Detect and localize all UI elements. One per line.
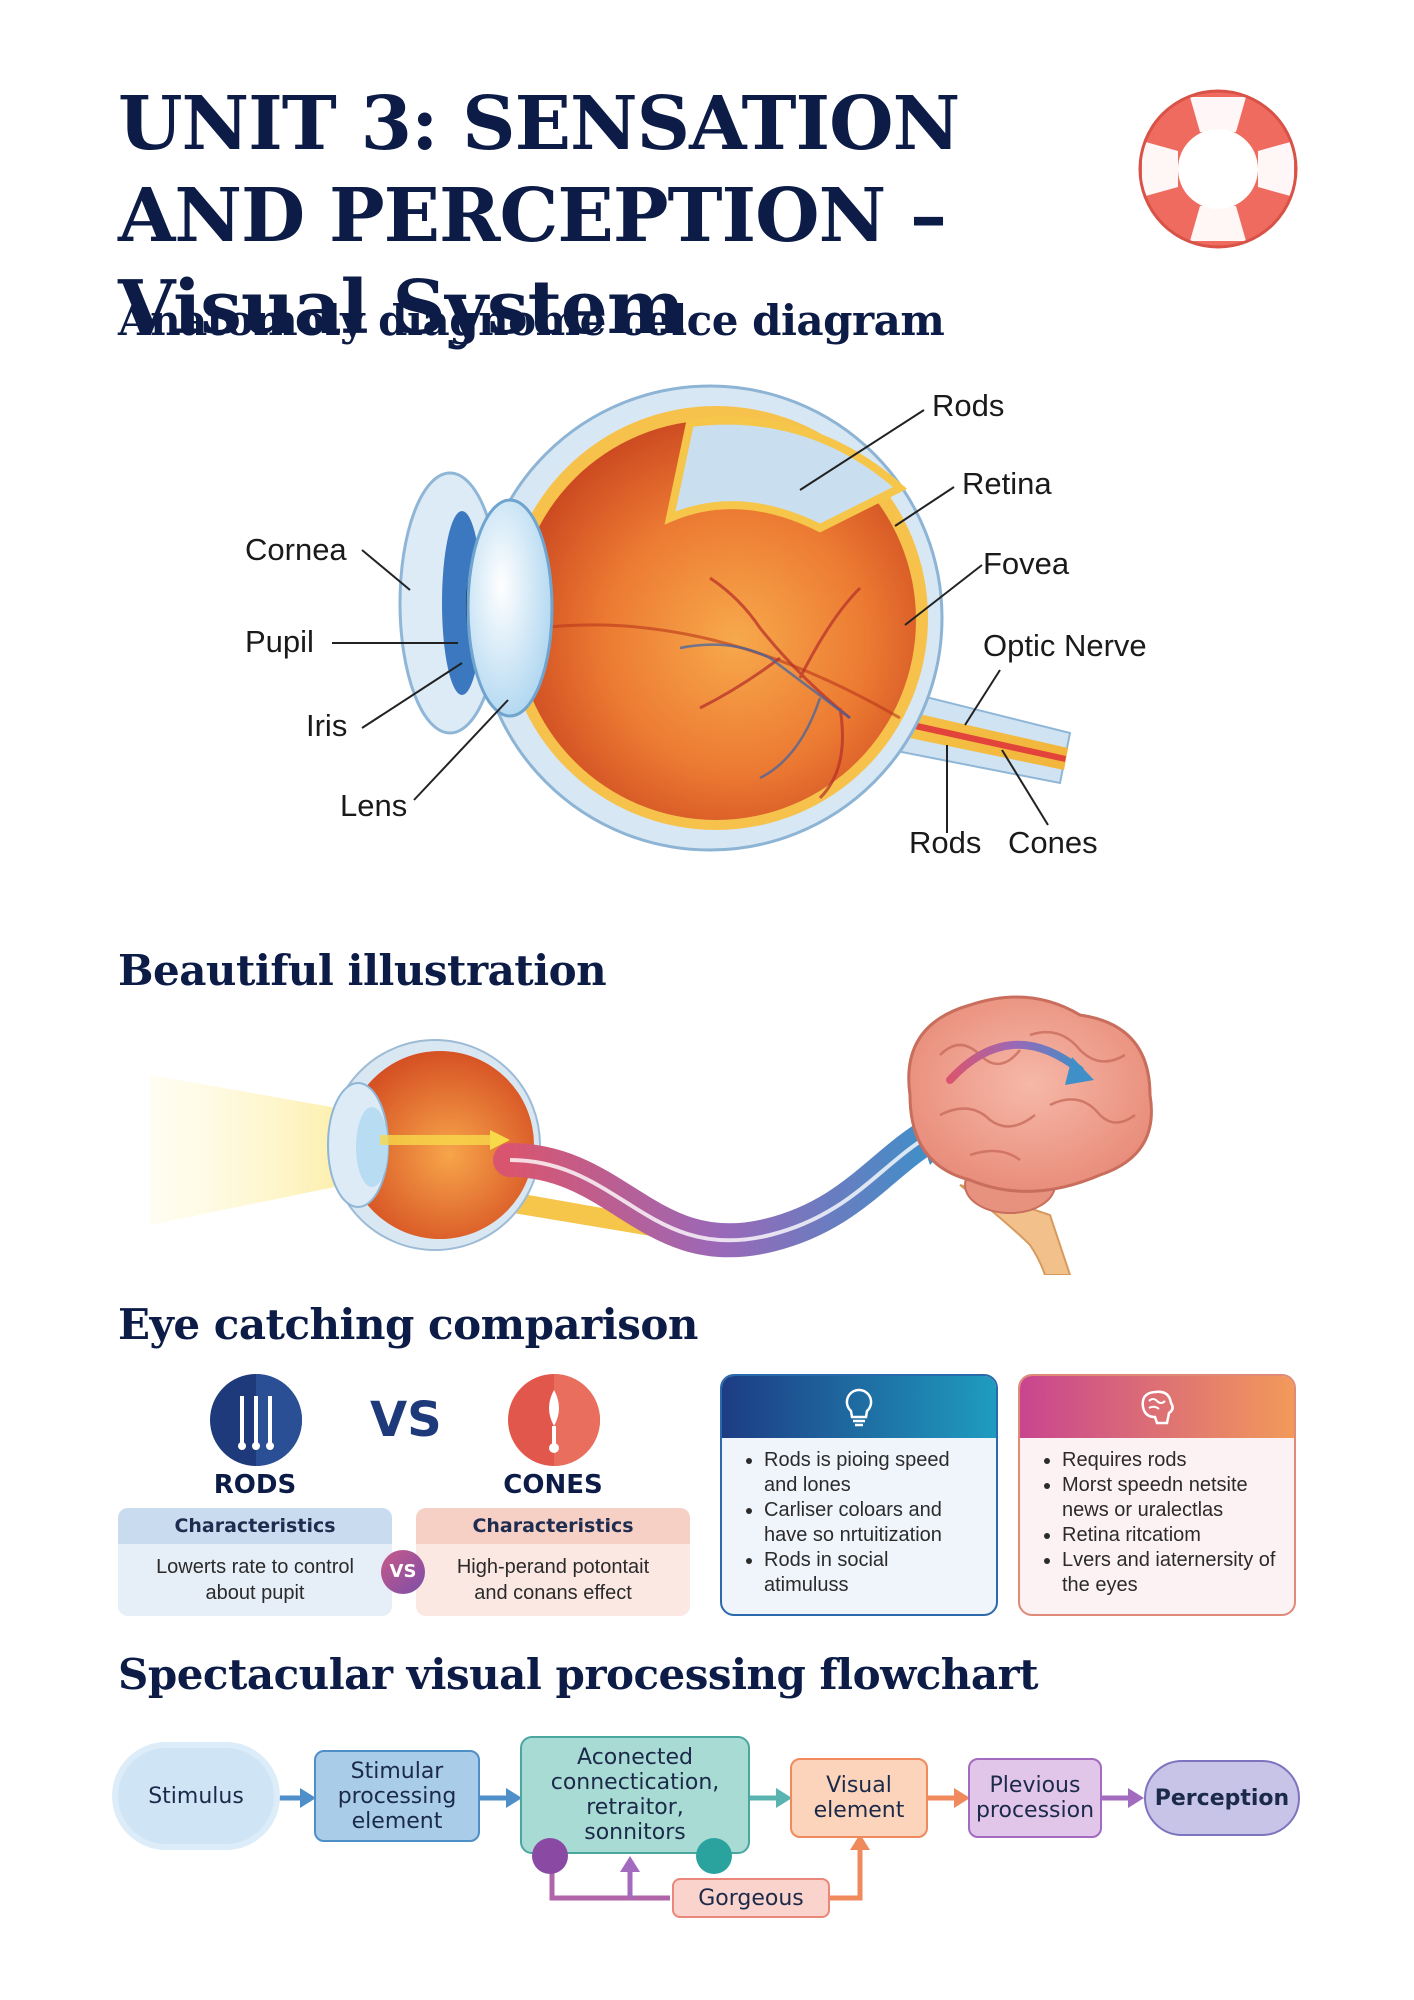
label-retina: Retina	[962, 466, 1052, 501]
flow-node-perception: Perception	[1144, 1760, 1300, 1836]
vs-badge: VS	[381, 1550, 425, 1594]
label-fovea: Fovea	[983, 546, 1070, 581]
brain-head-icon	[1141, 1390, 1174, 1425]
label-lens: Lens	[340, 788, 408, 823]
flow-node-stimular-processing: Stimular processing element	[314, 1750, 480, 1842]
flow-node-previous-procession: Plevious procession	[968, 1758, 1102, 1838]
cones-info-bullets: Requires rods Morst speedn netsite news …	[1020, 1438, 1294, 1598]
section-heading-flowchart: Spectacular visual processing flowchart	[118, 1650, 1039, 1699]
label-optic-nerve: Optic Nerve	[983, 628, 1147, 663]
eye-to-brain-illustration	[150, 995, 1153, 1275]
flow-connector-left-icon	[532, 1838, 568, 1874]
label-cornea: Cornea	[245, 532, 347, 567]
label-iris: Iris	[306, 708, 348, 743]
rods-characteristics-header: Characteristics	[118, 1508, 392, 1544]
rods-characteristics-text: Lowerts rate to control about pupit	[156, 1556, 354, 1604]
cones-characteristics-header: Characteristics	[416, 1508, 690, 1544]
rods-info-bullets: Rods is pioing speed and lones Carliser …	[722, 1438, 996, 1598]
rods-info-card: Rods is pioing speed and lones Carliser …	[720, 1374, 998, 1616]
eye-label-lines	[332, 409, 1049, 833]
section-heading-anatomy: Anatomoly diagnome celce diagram	[118, 296, 945, 345]
lifebuoy-icon	[1138, 89, 1298, 249]
label-cones: Cones	[1008, 825, 1098, 860]
section-heading-comparison: Eye catching comparison	[118, 1300, 698, 1349]
cones-icon	[508, 1374, 600, 1466]
page-title: UNIT 3: SENSATION AND PERCEPTION – Visua…	[118, 81, 960, 351]
rods-characteristics-box: Characteristics Lowerts rate to control …	[118, 1508, 392, 1616]
flow-feedback-label: Gorgeous	[672, 1878, 830, 1918]
flow-connector-right-icon	[696, 1838, 732, 1874]
label-pupil: Pupil	[245, 624, 314, 659]
cones-title: CONES	[503, 1470, 603, 1500]
vs-label: VS	[370, 1392, 442, 1448]
label-rods-bottom: Rods	[909, 825, 982, 860]
cones-info-card: Requires rods Morst speedn netsite news …	[1018, 1374, 1296, 1616]
rods-icon	[210, 1374, 302, 1466]
lightbulb-icon	[845, 1388, 873, 1427]
flowchart-arrows	[272, 1788, 1144, 1901]
rods-info-card-header	[722, 1376, 996, 1438]
section-heading-illustration: Beautiful illustration	[118, 946, 607, 995]
cones-characteristics-text: High-perand potontait and conans effect	[456, 1556, 650, 1604]
cones-info-card-header	[1020, 1376, 1294, 1438]
cones-characteristics-box: Characteristics High-perand potontait an…	[416, 1508, 690, 1616]
label-rods-top: Rods	[932, 388, 1005, 423]
eye-anatomy-diagram	[398, 384, 1072, 852]
flow-node-stimulus: Stimulus	[118, 1748, 274, 1844]
rods-title: RODS	[213, 1470, 297, 1500]
flow-node-connection: Aconected connectication, retraitor, son…	[520, 1736, 750, 1854]
flow-node-visual-element: Visual element	[790, 1758, 928, 1838]
